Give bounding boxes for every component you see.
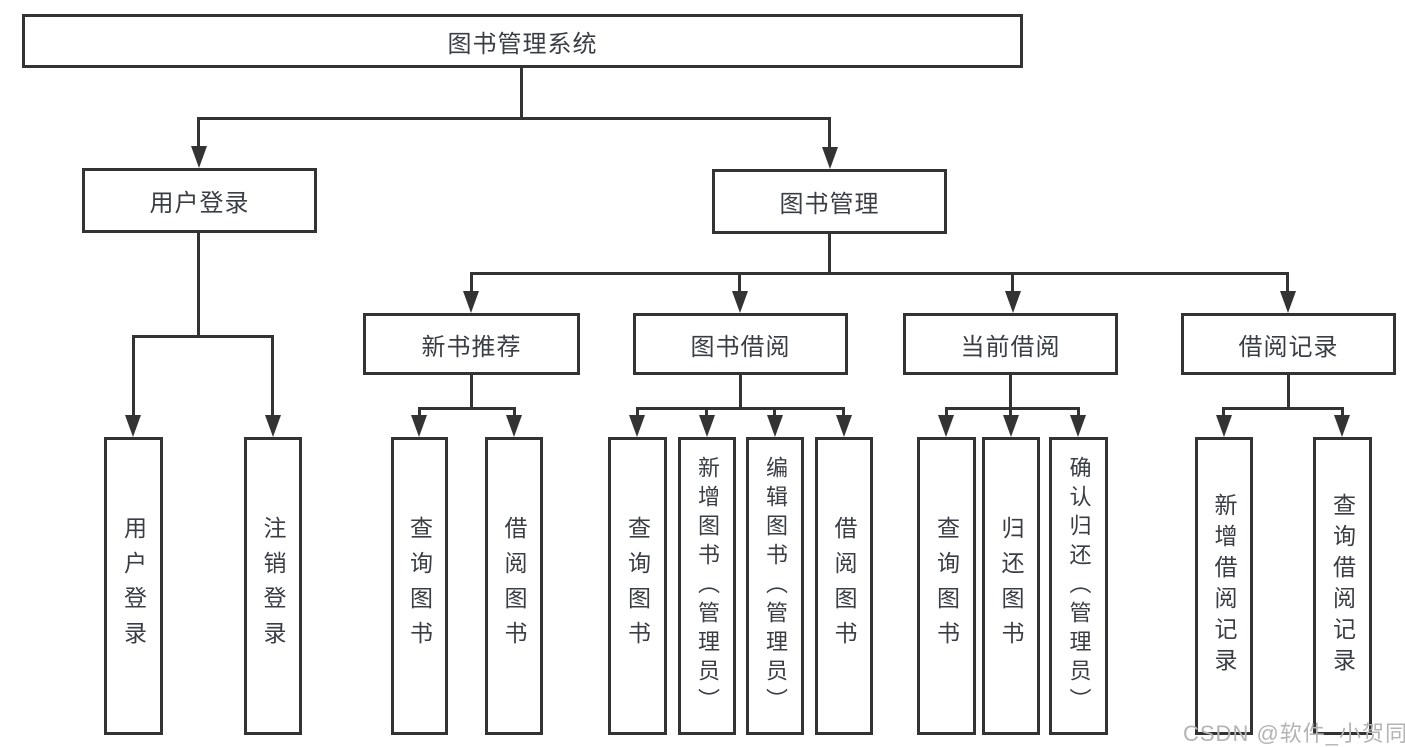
node-label: 图书管理系统 bbox=[447, 30, 598, 58]
connector-drop bbox=[132, 335, 135, 416]
leaf-query-books-current: 查询图书 bbox=[917, 437, 976, 735]
connector-borrowing-stem bbox=[739, 375, 742, 407]
node-new-book-recommendation: 新书推荐 bbox=[363, 313, 580, 375]
arrowhead-icon bbox=[1070, 415, 1086, 437]
arrowhead-icon bbox=[699, 415, 715, 437]
connector-book-mgmt-stem bbox=[828, 234, 831, 273]
arrowhead-icon bbox=[1216, 415, 1232, 437]
connector-current-bar bbox=[945, 407, 1079, 410]
connector-user-login-bar bbox=[132, 335, 274, 338]
arrowhead-icon bbox=[822, 147, 838, 169]
connector-records-bar bbox=[1222, 407, 1343, 410]
connector-drop bbox=[418, 407, 421, 417]
connector-drop bbox=[197, 117, 200, 148]
connector-drop bbox=[513, 407, 516, 417]
connector-drop bbox=[738, 272, 741, 293]
node-label: 借阅记录 bbox=[1238, 333, 1339, 361]
connector-drop bbox=[470, 272, 473, 293]
leaf-query-borrow-record: 查询借阅记录 bbox=[1313, 437, 1372, 735]
arrowhead-icon bbox=[506, 415, 522, 437]
leaf-return-books: 归还图书 bbox=[982, 437, 1040, 735]
node-book-borrowing: 图书借阅 bbox=[633, 313, 848, 375]
connector-drop bbox=[636, 407, 639, 417]
arrowhead-icon bbox=[1334, 415, 1350, 437]
node-user-login: 用户登录 bbox=[82, 168, 317, 233]
leaf-borrow-books-recommend: 借阅图书 bbox=[485, 437, 543, 735]
leaf-confirm-return-admin: 确认归还（管理员） bbox=[1049, 437, 1108, 735]
connector-level3-bar bbox=[470, 272, 1288, 275]
arrowhead-icon bbox=[191, 146, 207, 168]
node-label: 新书推荐 bbox=[421, 333, 522, 361]
arrowhead-icon bbox=[767, 415, 783, 437]
connector-drop bbox=[1286, 272, 1289, 293]
arrowhead-icon bbox=[1280, 291, 1296, 313]
leaf-edit-books-admin: 编辑图书（管理员） bbox=[746, 437, 804, 735]
leaf-query-books-borrow: 查询图书 bbox=[608, 437, 667, 735]
leaf-add-books-admin: 新增图书（管理员） bbox=[678, 437, 736, 735]
arrowhead-icon bbox=[732, 291, 748, 313]
node-label: 用户登录 bbox=[149, 190, 250, 217]
connector-borrowing-bar bbox=[636, 407, 845, 410]
node-label: 图书管理 bbox=[779, 191, 880, 218]
connector-recommend-bar bbox=[418, 407, 516, 410]
connector-recommend-stem bbox=[470, 375, 473, 407]
arrowhead-icon bbox=[836, 415, 852, 437]
leaf-query-books-recommend: 查询图书 bbox=[391, 437, 448, 735]
leaf-add-borrow-record: 新增借阅记录 bbox=[1195, 437, 1253, 735]
connector-drop bbox=[1222, 407, 1225, 417]
node-library-management-system: 图书管理系统 bbox=[22, 14, 1023, 68]
arrowhead-icon bbox=[265, 415, 281, 437]
node-label: 图书借阅 bbox=[690, 333, 791, 361]
node-label: 当前借阅 bbox=[960, 333, 1061, 361]
leaf-logout: 注销登录 bbox=[244, 437, 302, 735]
arrowhead-icon bbox=[629, 415, 645, 437]
connector-drop bbox=[1341, 407, 1344, 417]
connector-drop bbox=[705, 407, 708, 417]
connector-root-stem bbox=[520, 68, 523, 117]
arrowhead-icon bbox=[1005, 291, 1021, 313]
leaf-user-login: 用户登录 bbox=[104, 437, 163, 735]
connector-drop bbox=[1011, 272, 1014, 293]
arrowhead-icon bbox=[411, 415, 427, 437]
connector-drop bbox=[773, 407, 776, 417]
connector-records-stem bbox=[1287, 375, 1290, 407]
connector-level2-bar bbox=[198, 117, 831, 120]
watermark: CSDN @软件_小贺同学 bbox=[1183, 721, 1405, 746]
arrowhead-icon bbox=[125, 415, 141, 437]
node-book-management: 图书管理 bbox=[712, 169, 947, 234]
connector-current-stem bbox=[1009, 375, 1012, 407]
node-current-borrowing: 当前借阅 bbox=[903, 313, 1118, 375]
connector-drop bbox=[945, 407, 948, 417]
arrowhead-icon bbox=[1003, 415, 1019, 437]
arrowhead-icon bbox=[463, 291, 479, 313]
node-borrowing-records: 借阅记录 bbox=[1181, 313, 1396, 375]
connector-drop bbox=[1009, 407, 1012, 417]
connector-drop bbox=[828, 117, 831, 148]
leaf-borrow-books: 借阅图书 bbox=[815, 437, 873, 735]
connector-drop bbox=[1077, 407, 1080, 417]
connector-user-login-stem bbox=[197, 233, 200, 336]
connector-drop bbox=[271, 335, 274, 416]
connector-drop bbox=[842, 407, 845, 417]
arrowhead-icon bbox=[938, 415, 954, 437]
